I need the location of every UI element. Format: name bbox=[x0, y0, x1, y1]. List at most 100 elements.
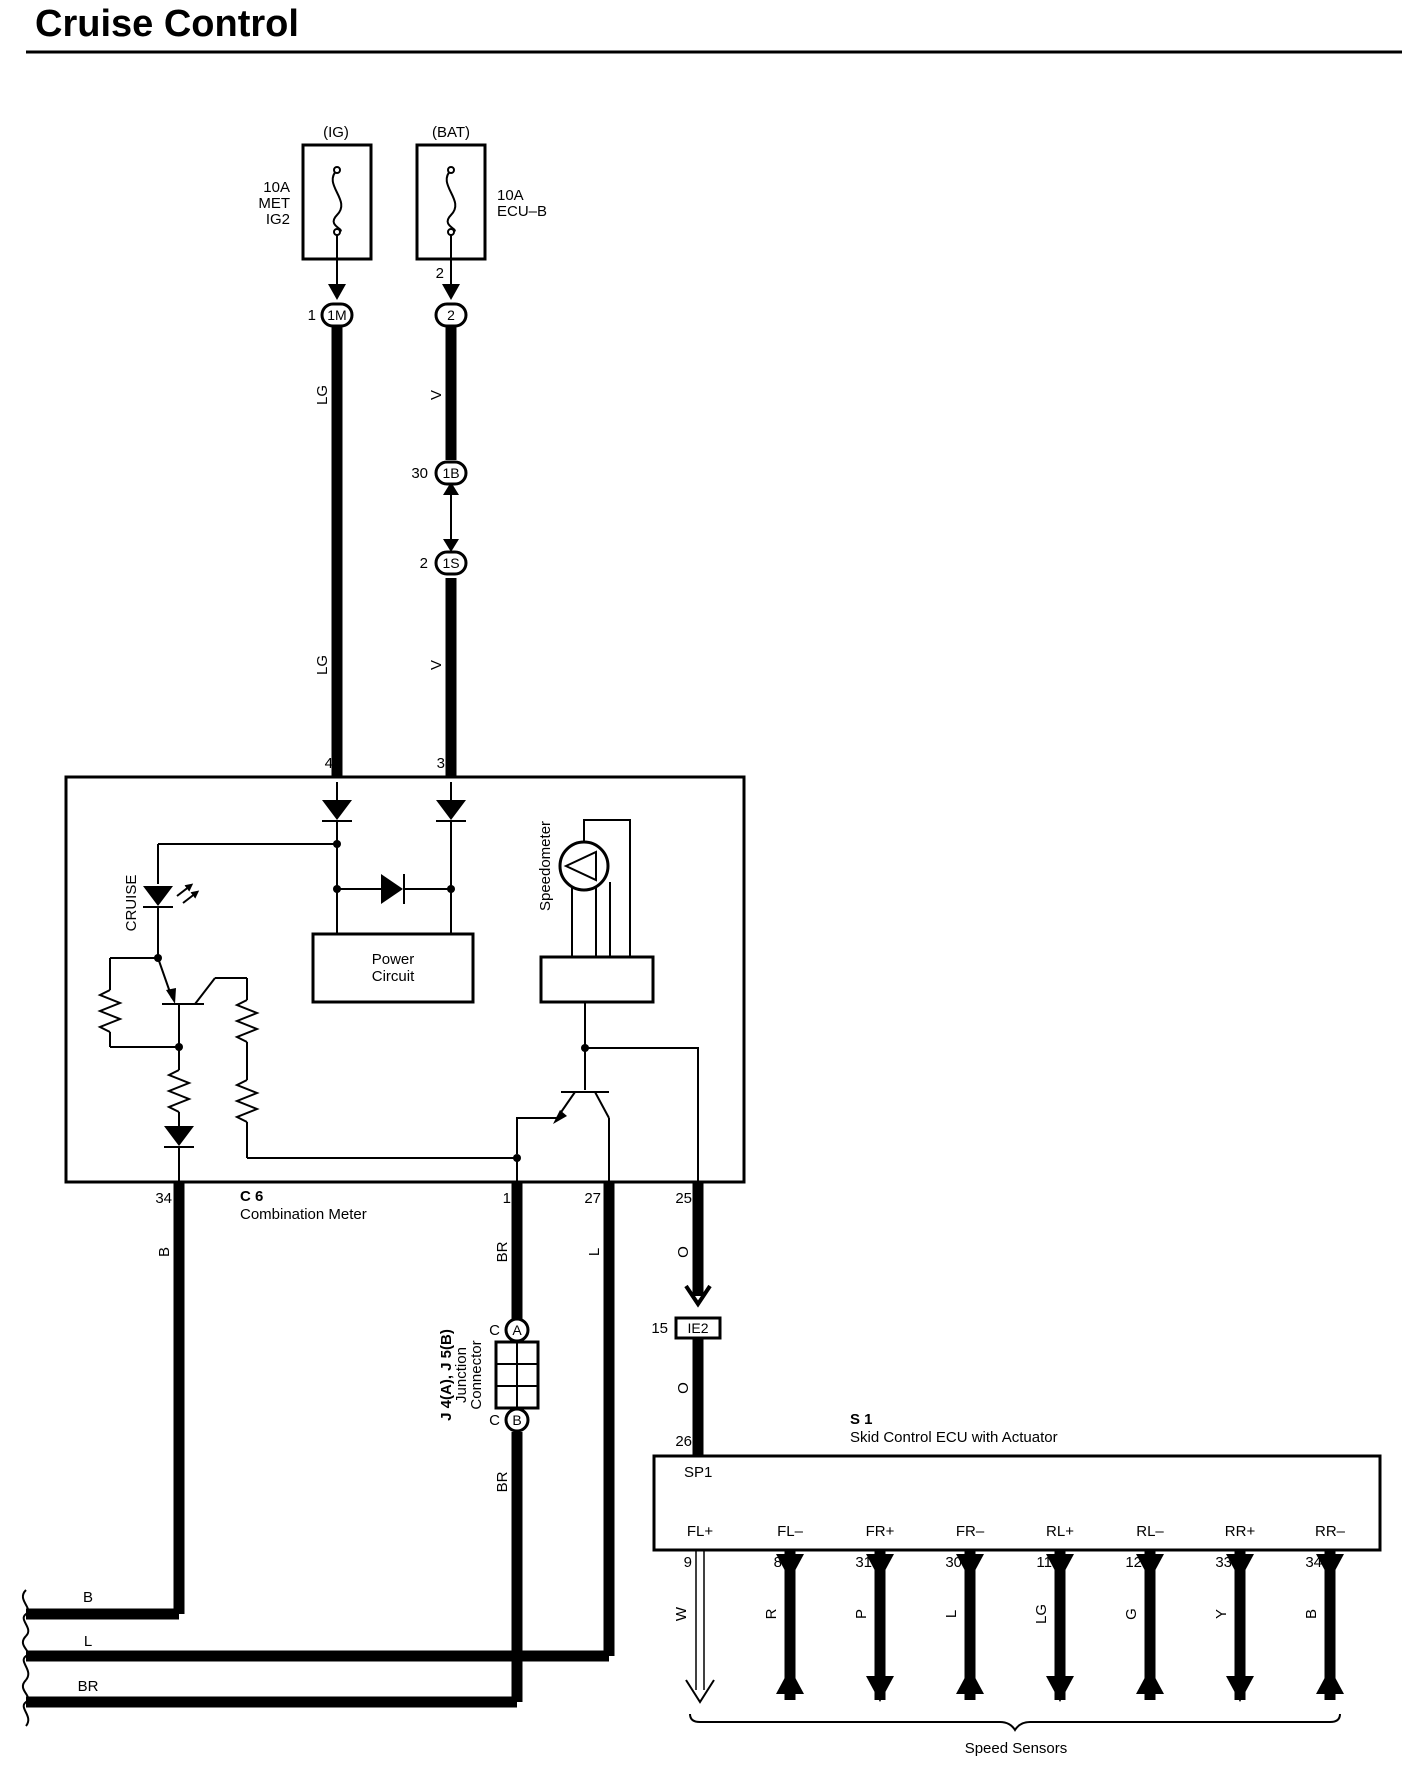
ecu-terminal-name: RL+ bbox=[1046, 1523, 1074, 1540]
ecu-box bbox=[652, 1454, 1382, 1552]
svg-text:B: B bbox=[512, 1412, 521, 1428]
wire-color-l-meter: L bbox=[586, 1248, 603, 1256]
fuse-bat-rating: 10A bbox=[497, 187, 524, 204]
ecu-terminal-2: FR+ 31P bbox=[853, 1523, 895, 1702]
ecu-terminal-1: FL– 8R bbox=[763, 1523, 804, 1700]
ecu-arrow-down-icon bbox=[1046, 1676, 1074, 1702]
svg-text:2: 2 bbox=[447, 307, 455, 323]
fuse-ig-name1: MET bbox=[258, 195, 290, 212]
ecu-terminal-pin: 34 bbox=[1305, 1554, 1322, 1571]
fuse-bat-name: ECU–B bbox=[497, 203, 547, 220]
ecu-terminal-name: FL+ bbox=[687, 1523, 714, 1540]
wire-color-b-meter: B bbox=[156, 1247, 173, 1257]
speed-sensors-brace bbox=[689, 1713, 1341, 1732]
speed-sensors-label: Speed Sensors bbox=[965, 1740, 1068, 1757]
svg-text:30: 30 bbox=[411, 465, 428, 482]
ecu-terminal-name: RR– bbox=[1315, 1523, 1346, 1540]
svg-text:1: 1 bbox=[503, 1190, 511, 1207]
bus-label-l: L bbox=[84, 1633, 92, 1650]
ecu-code: S 1 bbox=[850, 1411, 873, 1428]
resistor-3-icon bbox=[234, 999, 260, 1043]
ig-supply-label: (IG) bbox=[323, 124, 349, 141]
speedometer-label: Speedometer bbox=[537, 821, 554, 911]
svg-text:2: 2 bbox=[420, 555, 428, 572]
ecu-wire-color: B bbox=[1303, 1609, 1320, 1619]
fuse-met-ig2: (IG) 10A MET IG2 bbox=[258, 124, 373, 261]
ecu-terminal-0: FL+ 9W bbox=[673, 1523, 715, 1704]
page-title: Cruise Control bbox=[35, 3, 299, 45]
speedometer-driver-box bbox=[539, 955, 655, 1004]
svg-text:15: 15 bbox=[651, 1320, 668, 1337]
ecu-terminal-name: RR+ bbox=[1225, 1523, 1256, 1540]
ecu-arrow-down-icon bbox=[1226, 1676, 1254, 1702]
svg-text:C: C bbox=[489, 1322, 500, 1339]
meter-code: C 6 bbox=[240, 1188, 263, 1205]
diode-ig-icon bbox=[322, 800, 352, 820]
cruise-label: CRUISE bbox=[123, 875, 140, 932]
ecu-terminal-5: RL–12G bbox=[1123, 1523, 1164, 1700]
svg-text:C: C bbox=[489, 1412, 500, 1429]
ecu-wire-color: L bbox=[943, 1610, 960, 1618]
ecu-terminal-pin: 30 bbox=[945, 1554, 962, 1571]
ecu-arrow-up-icon bbox=[956, 1668, 984, 1694]
power-circuit-box bbox=[311, 932, 475, 1004]
ecu-wire-color: P bbox=[853, 1609, 870, 1619]
ecu-sp1-label: SP1 bbox=[684, 1464, 712, 1481]
resistor-2-icon bbox=[166, 1069, 192, 1113]
ecu-arrow-down-icon bbox=[866, 1676, 894, 1702]
resistor-4-icon bbox=[234, 1079, 260, 1123]
ecu-terminal-pin: 31 bbox=[855, 1554, 872, 1571]
svg-text:1B: 1B bbox=[442, 465, 459, 481]
ecu-name: Skid Control ECU with Actuator bbox=[850, 1429, 1058, 1446]
wire-color-br-jc: BR bbox=[494, 1471, 511, 1492]
fuse-element-ig-icon bbox=[331, 169, 343, 233]
ecu-arrow-up-icon bbox=[776, 1668, 804, 1694]
ecu-terminal-6: RR+ 33Y bbox=[1213, 1523, 1255, 1702]
ecu-arrow-up-icon bbox=[1136, 1668, 1164, 1694]
connector-2: 2 bbox=[434, 302, 468, 328]
diode-bat-icon bbox=[436, 800, 466, 820]
junction-name: J 4(A), J 5(B) bbox=[438, 1329, 455, 1421]
junction-connector: A C B C J 4(A), J 5(B) Junction Connecto… bbox=[438, 1317, 540, 1433]
resistor-1-icon bbox=[97, 989, 123, 1033]
diode-cross-icon bbox=[381, 874, 403, 904]
connector-1b: 1B 30 bbox=[411, 460, 468, 486]
fuse-ecu-b: (BAT) 10A ECU–B 2 bbox=[415, 124, 547, 282]
svg-text:27: 27 bbox=[584, 1190, 601, 1207]
ecu-terminal-name: FR+ bbox=[866, 1523, 895, 1540]
fuse-element-bat-icon bbox=[445, 169, 457, 233]
ecu-terminal-pin: 9 bbox=[684, 1554, 692, 1571]
ecu-terminal-name: FL– bbox=[777, 1523, 804, 1540]
diode-ground-icon bbox=[164, 1126, 194, 1146]
ecu-terminal-pin: 8 bbox=[774, 1554, 782, 1571]
fuse-ig-rating: 10A bbox=[263, 179, 290, 196]
bus-label-b: B bbox=[83, 1589, 93, 1606]
svg-text:26: 26 bbox=[675, 1433, 692, 1450]
ecu-terminal-pin: 11 bbox=[1036, 1554, 1052, 1571]
connector-1m: 1M 1 bbox=[308, 302, 354, 328]
wire-color-v-mid: V bbox=[428, 660, 445, 670]
power-circuit-label: Power bbox=[372, 951, 415, 968]
connector-ie2: IE2 15 bbox=[651, 1316, 722, 1340]
wire-color-br-meter: BR bbox=[494, 1241, 511, 1262]
bus-label-br: BR bbox=[78, 1678, 99, 1695]
fuse-bat-pin: 2 bbox=[436, 265, 444, 282]
ecu-terminal-pin: 33 bbox=[1215, 1554, 1232, 1571]
svg-text:Junction: Junction bbox=[453, 1347, 470, 1403]
svg-text:1: 1 bbox=[308, 307, 316, 324]
svg-text:1M: 1M bbox=[327, 307, 346, 323]
meter-name: Combination Meter bbox=[240, 1206, 367, 1223]
svg-text:1S: 1S bbox=[442, 555, 459, 571]
ecu-wire-color: R bbox=[763, 1608, 780, 1619]
svg-text:IE2: IE2 bbox=[687, 1320, 708, 1336]
combination-meter: 4 3 Power Circuit CRUISE bbox=[64, 755, 746, 1223]
ecu-arrow-open-icon bbox=[685, 1679, 715, 1704]
ecu-wire-color: Y bbox=[1213, 1609, 1230, 1619]
ecu-wire-color: W bbox=[673, 1606, 690, 1621]
ecu-arrow-up-icon bbox=[1316, 1668, 1344, 1694]
svg-text:Connector: Connector bbox=[468, 1340, 485, 1409]
fuse-ig-name2: IG2 bbox=[266, 211, 290, 228]
wire-color-o-meter: O bbox=[675, 1246, 692, 1258]
